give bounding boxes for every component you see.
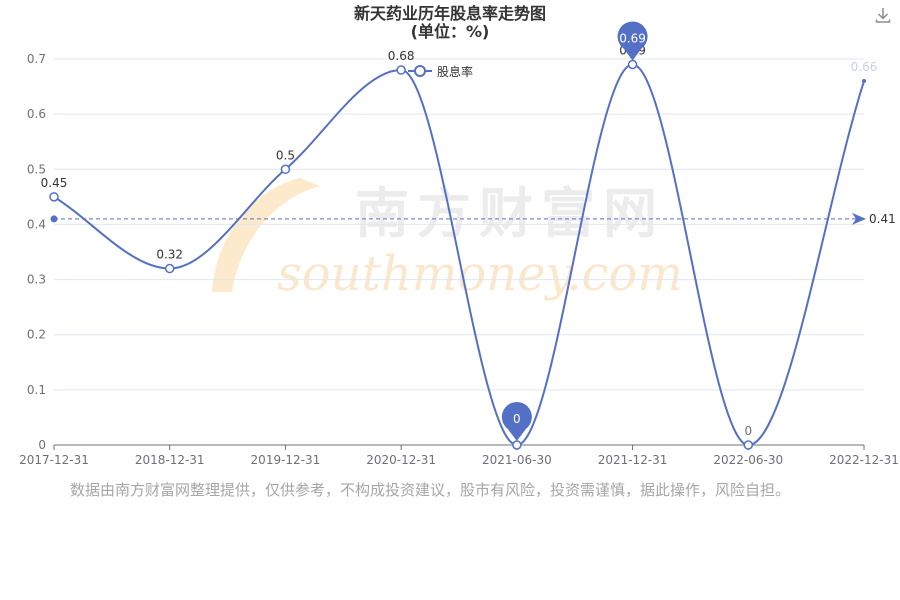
pin-label: 0 (513, 412, 521, 426)
average-label: 0.41 (869, 212, 896, 226)
data-point (280, 164, 291, 175)
pins: 00.69 (501, 21, 648, 441)
x-tick-label: 2021-12-31 (598, 453, 668, 467)
data-label: 0.66 (851, 60, 878, 74)
x-tick-label: 2022-12-31 (829, 453, 899, 467)
x-tick-label: 2017-12-31 (19, 453, 89, 467)
data-label: 0.5 (276, 148, 295, 162)
x-tick-label: 2019-12-31 (251, 453, 321, 467)
y-tick-label: 0.3 (27, 273, 46, 287)
average-arrow-marker (852, 212, 866, 225)
legend[interactable]: 股息率 (408, 64, 473, 79)
y-tick-label: 0 (38, 438, 46, 452)
data-point (862, 79, 866, 84)
x-tick-label: 2020-12-31 (366, 453, 436, 467)
legend-label: 股息率 (437, 64, 473, 79)
y-tick-label: 0.7 (27, 52, 46, 66)
chart-title: 新天药业历年股息率走势图 (353, 4, 546, 23)
pin-marker (501, 402, 532, 441)
pin-label: 0.69 (619, 32, 646, 46)
data-point (743, 440, 754, 450)
data-point (512, 440, 522, 450)
x-tick-label: 2022-06-30 (713, 453, 783, 467)
watermark-cn: 南方财富网 (355, 182, 665, 245)
legend-marker (414, 65, 426, 77)
x-tick-label: 2021-06-30 (482, 453, 552, 467)
data-point (49, 192, 59, 202)
y-tick-label: 0.2 (27, 328, 46, 342)
data-label: 0.68 (388, 49, 415, 63)
x-tick-label: 2018-12-31 (135, 453, 205, 467)
data-label: 0.45 (41, 176, 68, 190)
chart-subtitle: (单位：%) (410, 22, 490, 41)
data-point (627, 59, 638, 70)
pin-marker (617, 21, 648, 61)
series (49, 59, 866, 450)
download-icon[interactable] (874, 6, 892, 24)
average-line: 0.41 (50, 212, 896, 226)
watermark: 南方财富网 southmoney.com (212, 178, 683, 302)
y-tick-label: 0.4 (27, 217, 46, 231)
disclaimer: 数据由南方财富网整理提供，仅供参考，不构成投资建议，股市有风险，投资需谨慎，据此… (70, 481, 791, 499)
axes: 0 0.1 0.2 0.3 0.4 0.5 0.6 0.7 2017-12-31 2018-12-… (19, 52, 899, 467)
watermark-en: southmoney.com (277, 246, 683, 302)
data-point (396, 65, 406, 75)
data-label: 0 (744, 424, 752, 438)
grid-lines (54, 58, 864, 391)
y-tick-label: 0.1 (27, 383, 46, 397)
y-tick-label: 0.5 (27, 162, 46, 176)
average-start-marker (50, 215, 58, 223)
data-point (164, 263, 175, 274)
y-tick-label: 0.6 (27, 107, 46, 121)
data-label: 0.32 (156, 248, 183, 262)
